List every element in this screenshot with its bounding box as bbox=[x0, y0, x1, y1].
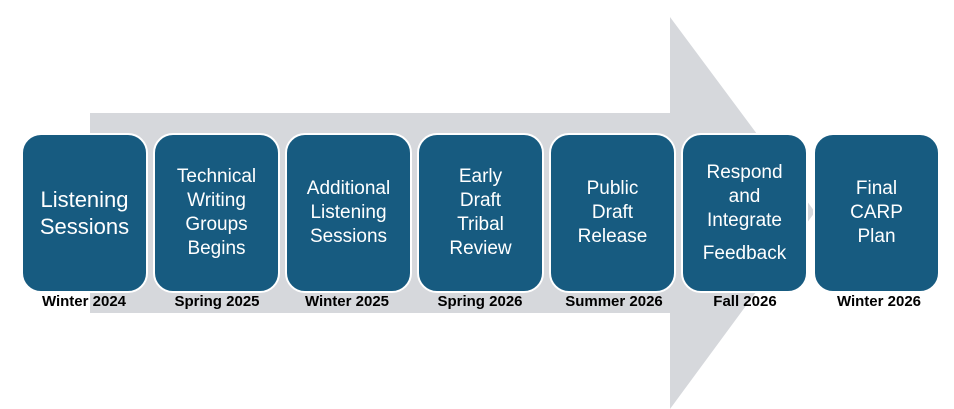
milestone-date: Fall 2026 bbox=[713, 293, 777, 310]
milestone-label-line: CARP bbox=[850, 202, 903, 223]
milestone-final-carp-plan: Final CARP Plan bbox=[813, 133, 940, 293]
milestone-date: Winter 2024 bbox=[41, 293, 127, 310]
milestone-label-line: Sessions bbox=[39, 214, 130, 239]
milestone-label-line: Draft bbox=[591, 202, 634, 223]
milestone-label-line: Sessions bbox=[309, 226, 388, 247]
milestone-date: Spring 2025 bbox=[174, 293, 260, 310]
milestone-additional-listening-sessions: Additional Listening Sessions bbox=[285, 133, 412, 293]
milestone-date: Winter 2026 bbox=[836, 293, 922, 310]
milestone-date: Summer 2026 bbox=[565, 293, 663, 310]
milestone-label-line: Respond bbox=[706, 161, 783, 183]
milestone-respond-integrate-feedback: Respond and Integrate Feedback bbox=[681, 133, 808, 293]
milestone-label-line: Writing bbox=[187, 190, 246, 211]
milestone-label-line: Listening bbox=[40, 187, 129, 212]
milestone-early-draft-tribal-review: Early Draft Tribal Review bbox=[417, 133, 544, 293]
milestone-technical-writing-groups: Technical Writing Groups Begins bbox=[153, 133, 280, 293]
milestone-label-line: and bbox=[728, 185, 761, 207]
milestone-label-line: Public bbox=[586, 178, 639, 199]
milestone-label-line: Groups bbox=[185, 214, 248, 235]
milestone-date: Spring 2026 bbox=[437, 293, 523, 310]
milestone-label-line: Technical bbox=[176, 166, 257, 187]
milestone-label-line: Begins bbox=[187, 238, 246, 259]
milestone-label-line: Tribal bbox=[457, 214, 504, 235]
milestone-label-line: Final bbox=[855, 178, 898, 199]
milestone-date: Winter 2025 bbox=[304, 293, 390, 310]
milestone-label-line: Release bbox=[577, 226, 648, 247]
milestone-label-line: Draft bbox=[459, 190, 502, 211]
milestone-listening-sessions: Listening Sessions bbox=[21, 133, 148, 293]
milestone-label-line: Feedback bbox=[702, 242, 787, 264]
milestone-label-line: Integrate bbox=[707, 209, 782, 231]
milestone-public-draft-release: Public Draft Release bbox=[549, 133, 676, 293]
milestone-label-line: Additional bbox=[306, 178, 391, 199]
milestone-label-line: Plan bbox=[857, 226, 896, 247]
milestone-label-line: Early bbox=[458, 166, 503, 187]
milestone-label-line: Listening bbox=[310, 202, 387, 223]
milestone-label-line: Review bbox=[449, 238, 512, 259]
